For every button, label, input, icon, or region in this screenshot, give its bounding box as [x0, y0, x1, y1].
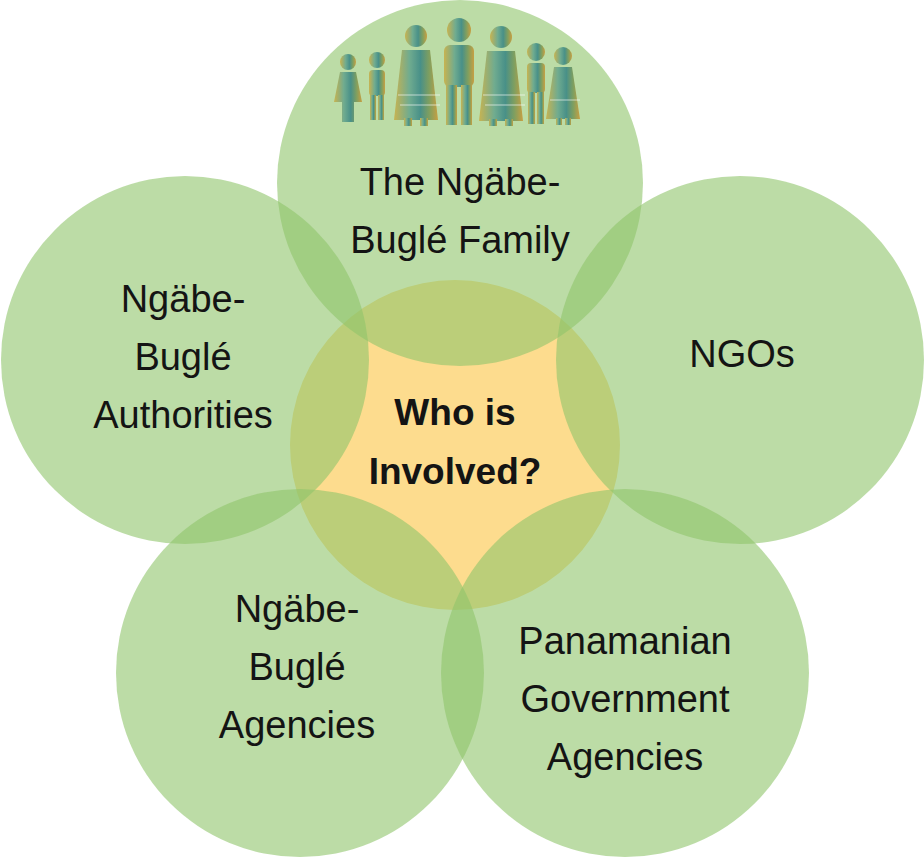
circle-node: Ngäbe- Buglé Authorities [1, 176, 369, 544]
circle-shape [441, 489, 809, 857]
text-holder: Ngäbe- Buglé Agencies [219, 581, 375, 754]
circle-label: Ngäbe- Buglé Authorities [93, 271, 273, 444]
circle-label: NGOs [689, 326, 795, 384]
circle-shape [556, 176, 924, 544]
text-holder: Panamanian Government Agencies [518, 613, 731, 786]
text-holder: Ngäbe- Buglé Authorities [93, 271, 273, 444]
circle-label: Ngäbe- Buglé Agencies [219, 581, 375, 754]
circle-shape [1, 176, 369, 544]
circle-node: Ngäbe- Buglé Agencies [116, 489, 484, 857]
text-holder: Who is Involved? [345, 383, 565, 501]
circle-label: The Ngäbe- Buglé Family [344, 154, 576, 270]
circle-node: Panamanian Government Agencies [441, 489, 809, 857]
center-label: Who is Involved? [345, 383, 565, 501]
circle-node: NGOs [556, 176, 924, 544]
circle-shape [116, 489, 484, 857]
government-circle [441, 489, 809, 857]
circle-label: Panamanian Government Agencies [518, 613, 731, 786]
text-holder: NGOs [689, 326, 795, 384]
text-holder: The Ngäbe- Buglé Family [344, 154, 576, 270]
